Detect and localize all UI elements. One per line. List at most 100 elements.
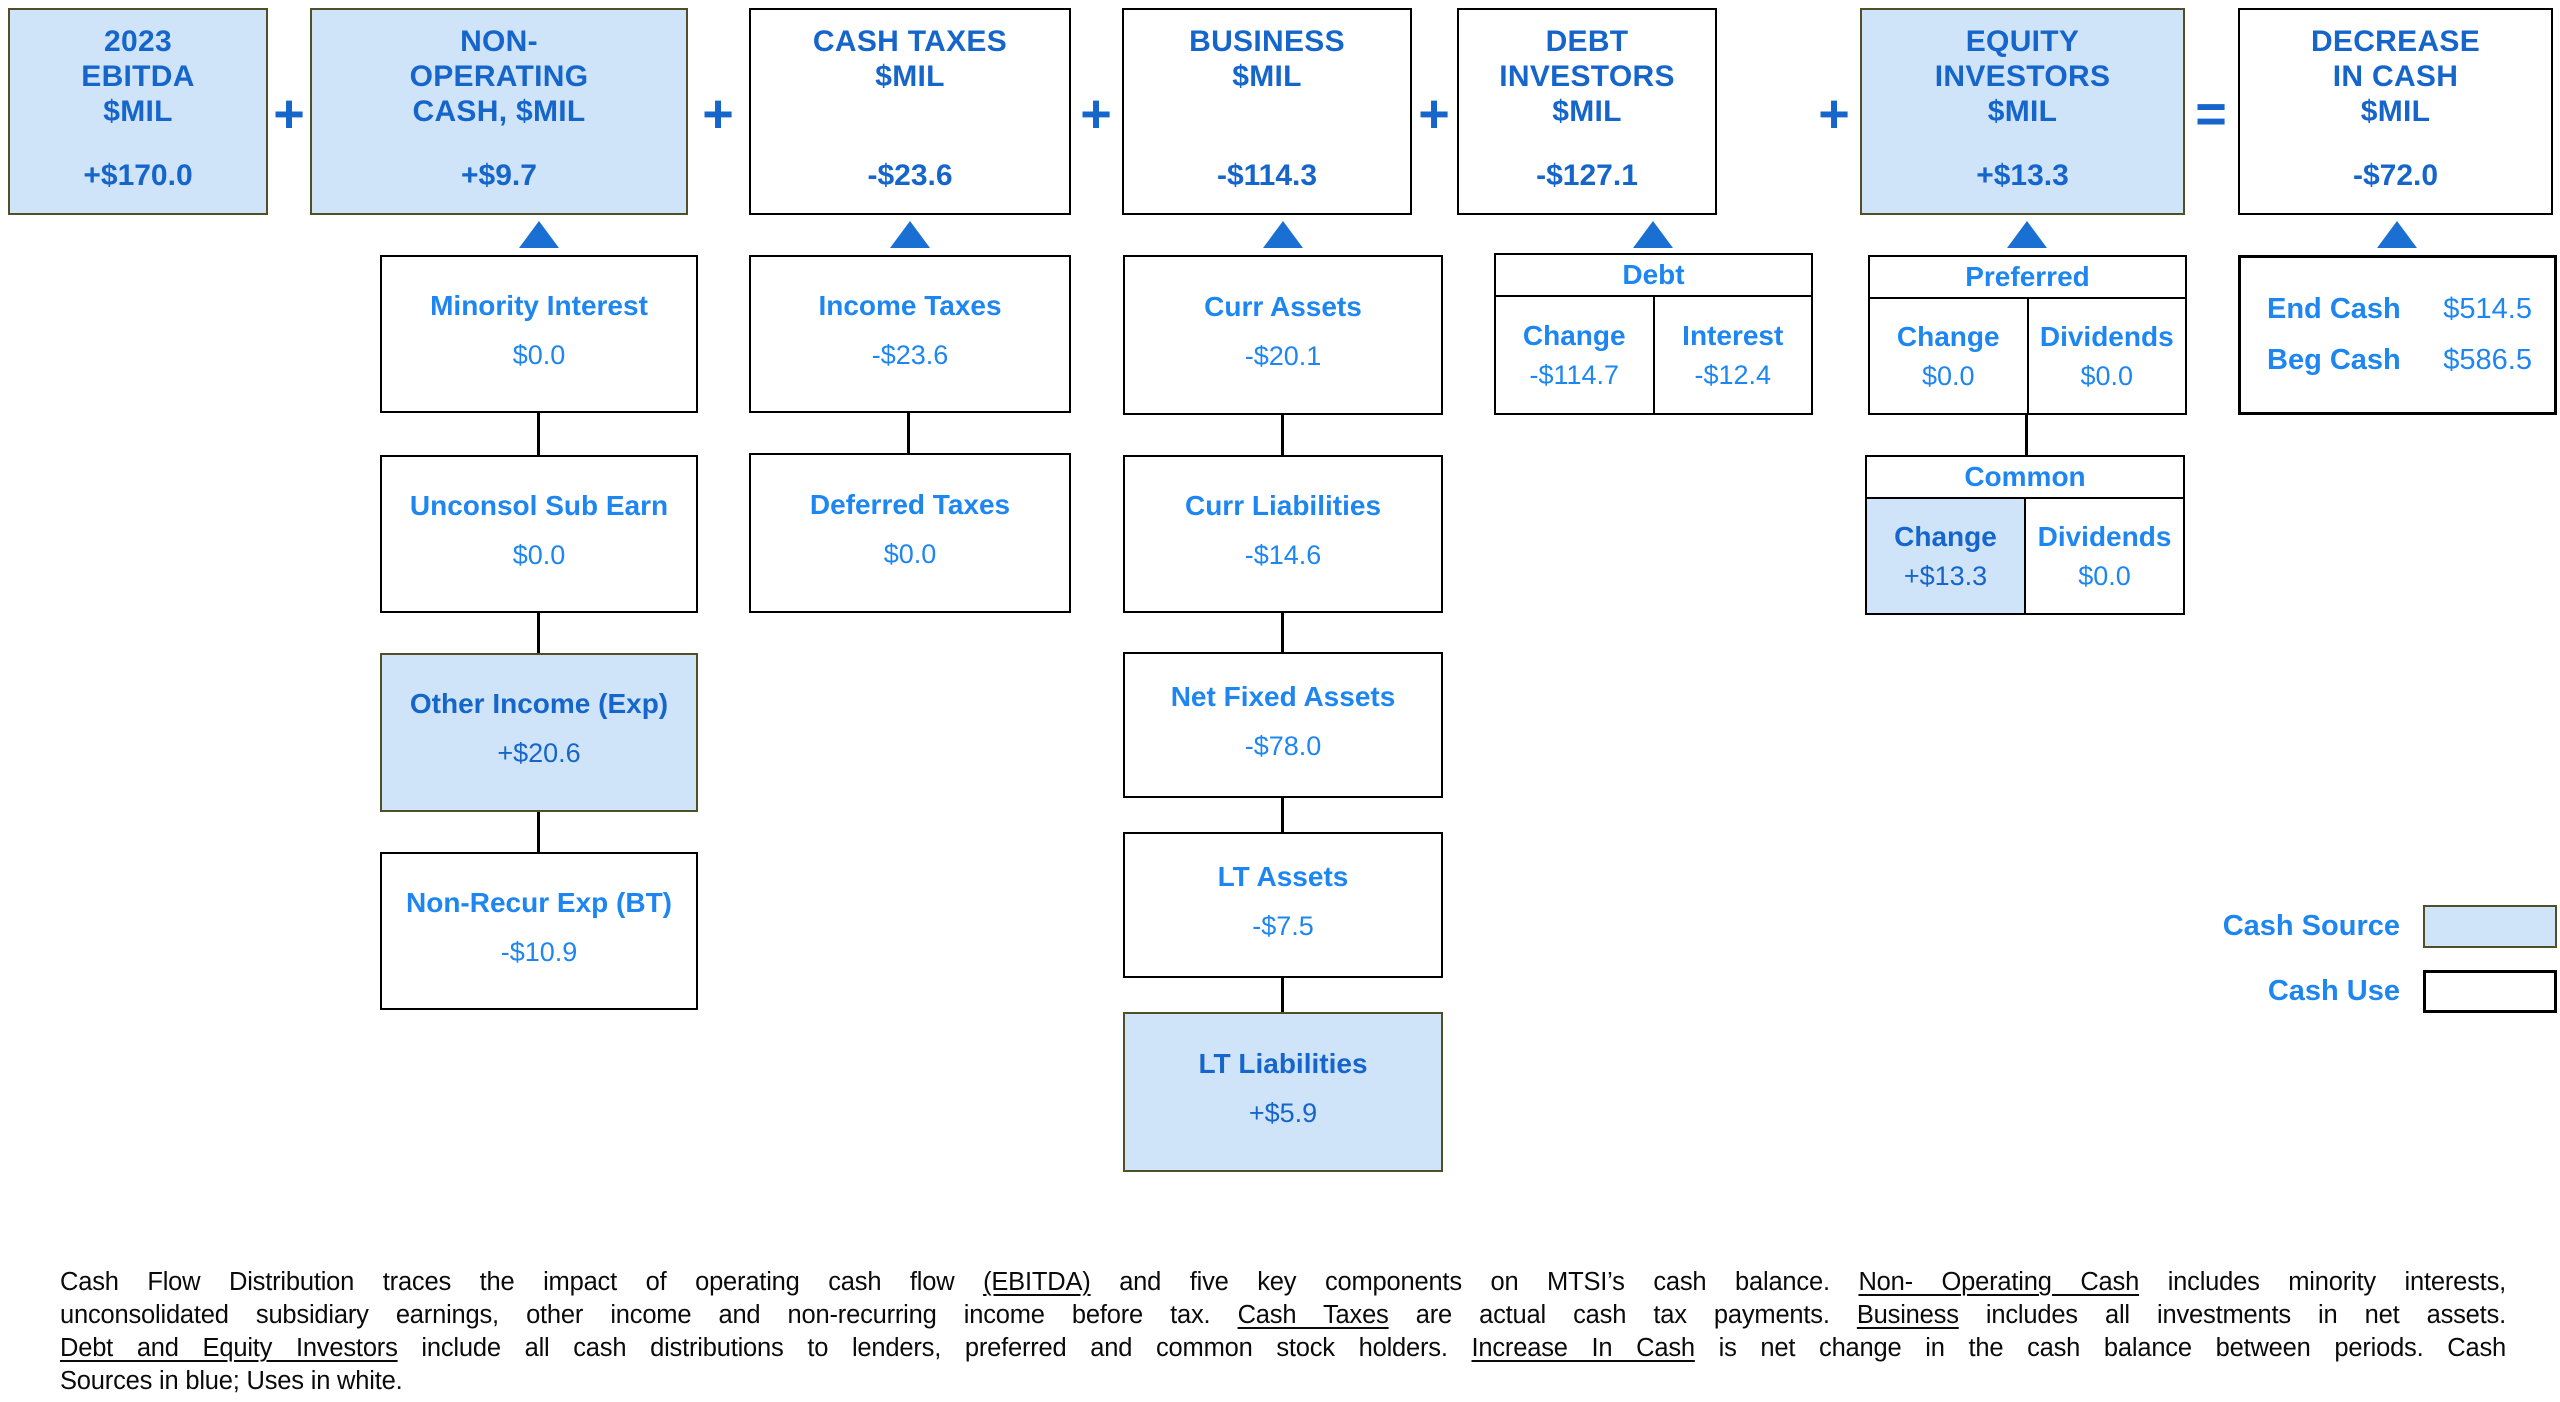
unconsol-sub-earn-label: Unconsol Sub Earn	[409, 489, 669, 521]
ebitda-box-title: EBITDA	[81, 60, 195, 93]
lt-liabilities-value: +$5.9	[1248, 1097, 1318, 1128]
debt-table-header: Debt	[1496, 255, 1811, 297]
footnote-segment: includes all investments in net assets.	[1958, 1301, 2506, 1329]
debt-table: Debt Change -$114.7 Interest -$12.4	[1494, 253, 1813, 415]
equity-investors-value: +$13.3	[1976, 159, 2069, 192]
up-arrow-icon	[1263, 221, 1303, 248]
connector-line	[537, 413, 540, 455]
debt-investors-value: -$127.1	[1536, 159, 1638, 192]
common-dividends-value: $0.0	[2078, 560, 2131, 591]
non-operating-cash-title: OPERATING	[409, 60, 589, 93]
end-cash-label: End Cash	[2267, 293, 2401, 325]
plus-operator: +	[702, 84, 734, 144]
common-dividends-label: Dividends	[2037, 520, 2172, 552]
debt-interest-value: -$12.4	[1694, 359, 1772, 390]
decrease-in-cash-box: DECREASE IN CASH $MIL -$72.0	[2238, 8, 2553, 215]
plus-operator: +	[1418, 84, 1450, 144]
cash-taxes-title: $MIL	[875, 60, 945, 93]
connector-line	[1281, 415, 1284, 455]
common-change-cell: Change +$13.3	[1867, 499, 2024, 613]
common-table-header: Common	[1867, 457, 2183, 499]
footnote-segment: Cash Taxes	[1237, 1301, 1389, 1329]
end-cash-row: End Cash $514.5	[2241, 293, 2554, 326]
plus-operator: +	[1080, 84, 1112, 144]
cash-taxes-title: CASH TAXES	[812, 25, 1008, 58]
ebitda-box: 2023 EBITDA $MIL +$170.0	[8, 8, 268, 215]
debt-change-cell: Change -$114.7	[1496, 297, 1653, 413]
debt-investors-title: $MIL	[1552, 95, 1622, 128]
footnote: Cash Flow Distribution traces the impact…	[60, 1266, 2506, 1398]
common-change-value: +$13.3	[1903, 560, 1988, 591]
non-operating-cash-box: NON- OPERATING CASH, $MIL +$9.7	[310, 8, 688, 215]
non-operating-cash-title: NON-	[460, 25, 538, 58]
debt-investors-box: DEBT INVESTORS $MIL -$127.1	[1457, 8, 1717, 215]
cash-balance-table: End Cash $514.5 Beg Cash $586.5	[2238, 255, 2557, 415]
footnote-line: Sources in blue; Uses in white.	[60, 1365, 2506, 1398]
debt-investors-title: DEBT	[1545, 25, 1629, 58]
up-arrow-icon	[2377, 221, 2417, 248]
beg-cash-value: $586.5	[2443, 344, 2532, 376]
income-taxes-box: Income Taxes -$23.6	[749, 255, 1071, 413]
footnote-segment: unconsolidated subsidiary earnings, othe…	[60, 1301, 1238, 1329]
business-value: -$114.3	[1216, 159, 1318, 192]
preferred-change-value: $0.0	[1921, 360, 1975, 391]
other-income-box: Other Income (Exp) +$20.6	[380, 653, 698, 812]
preferred-table-cells: Change $0.0 Dividends $0.0	[1870, 299, 2185, 413]
non-operating-cash-title: CASH, $MIL	[412, 95, 586, 128]
footnote-line: unconsolidated subsidiary earnings, othe…	[60, 1299, 2506, 1332]
equals-operator: =	[2195, 84, 2227, 144]
plus-operator: +	[1818, 84, 1850, 144]
curr-assets-value: -$20.1	[1244, 340, 1322, 371]
beg-cash-label: Beg Cash	[2267, 344, 2401, 376]
cash-taxes-value: -$23.6	[867, 159, 953, 192]
common-table-cells: Change +$13.3 Dividends $0.0	[1867, 499, 2183, 613]
business-title: BUSINESS	[1189, 25, 1345, 58]
curr-assets-label: Curr Assets	[1204, 290, 1362, 322]
footnote-segment: Sources in blue; Uses in white.	[60, 1367, 403, 1395]
up-arrow-icon	[890, 221, 930, 248]
income-taxes-value: -$23.6	[871, 339, 949, 370]
preferred-table: Preferred Change $0.0 Dividends $0.0	[1868, 255, 2187, 415]
legend-cash-use-label: Cash Use	[2267, 975, 2400, 1007]
footnote-segment: is net change in the cash balance betwee…	[1694, 1334, 2507, 1362]
legend-cash-source-label: Cash Source	[2222, 910, 2400, 942]
ebitda-box-title: $MIL	[103, 95, 173, 128]
lt-liabilities-label: LT Liabilities	[1198, 1047, 1368, 1079]
footnote-segment: Non- Operating Cash	[1858, 1268, 2140, 1296]
deferred-taxes-box: Deferred Taxes $0.0	[749, 453, 1071, 613]
beg-cash-row: Beg Cash $586.5	[2241, 344, 2554, 377]
footnote-line: Debt and Equity Investors include all ca…	[60, 1332, 2506, 1365]
decrease-in-cash-title: $MIL	[2360, 95, 2431, 128]
unconsol-sub-earn-box: Unconsol Sub Earn $0.0	[380, 455, 698, 613]
footnote-segment: and five key components on MTSI’s cash b…	[1090, 1268, 1859, 1296]
common-table: Common Change +$13.3 Dividends $0.0	[1865, 455, 2185, 615]
lt-liabilities-box: LT Liabilities +$5.9	[1123, 1012, 1443, 1172]
equity-investors-title: EQUITY	[1965, 25, 2080, 58]
preferred-dividends-cell: Dividends $0.0	[2026, 299, 2186, 413]
cash-taxes-box: CASH TAXES $MIL -$23.6	[749, 8, 1071, 215]
business-title: $MIL	[1232, 60, 1302, 93]
footnote-segment: Cash Flow Distribution traces the impact…	[60, 1268, 984, 1296]
lt-assets-label: LT Assets	[1217, 860, 1349, 892]
footnote-segment: include all cash distributions to lender…	[397, 1334, 1472, 1362]
debt-interest-label: Interest	[1682, 319, 1784, 351]
other-income-value: +$20.6	[497, 738, 581, 768]
footnote-segment: are actual cash tax payments.	[1388, 1301, 1857, 1329]
footnote-line: Cash Flow Distribution traces the impact…	[60, 1266, 2506, 1299]
connector-line	[1281, 613, 1284, 652]
common-change-label: Change	[1894, 520, 1997, 552]
connector-line	[537, 812, 540, 852]
income-taxes-label: Income Taxes	[818, 289, 1002, 321]
connector-line	[1281, 978, 1284, 1012]
connector-line	[1281, 798, 1284, 832]
deferred-taxes-label: Deferred Taxes	[809, 488, 1011, 520]
curr-liabilities-box: Curr Liabilities -$14.6	[1123, 455, 1443, 613]
lt-assets-value: -$7.5	[1252, 910, 1314, 941]
up-arrow-icon	[2007, 221, 2047, 248]
debt-change-label: Change	[1522, 319, 1626, 351]
curr-liabilities-label: Curr Liabilities	[1184, 489, 1382, 521]
equity-investors-box: EQUITY INVESTORS $MIL +$13.3	[1860, 8, 2185, 215]
debt-change-value: -$114.7	[1529, 359, 1620, 390]
common-dividends-cell: Dividends $0.0	[2024, 499, 2183, 613]
non-recur-exp-label: Non-Recur Exp (BT)	[406, 886, 672, 918]
